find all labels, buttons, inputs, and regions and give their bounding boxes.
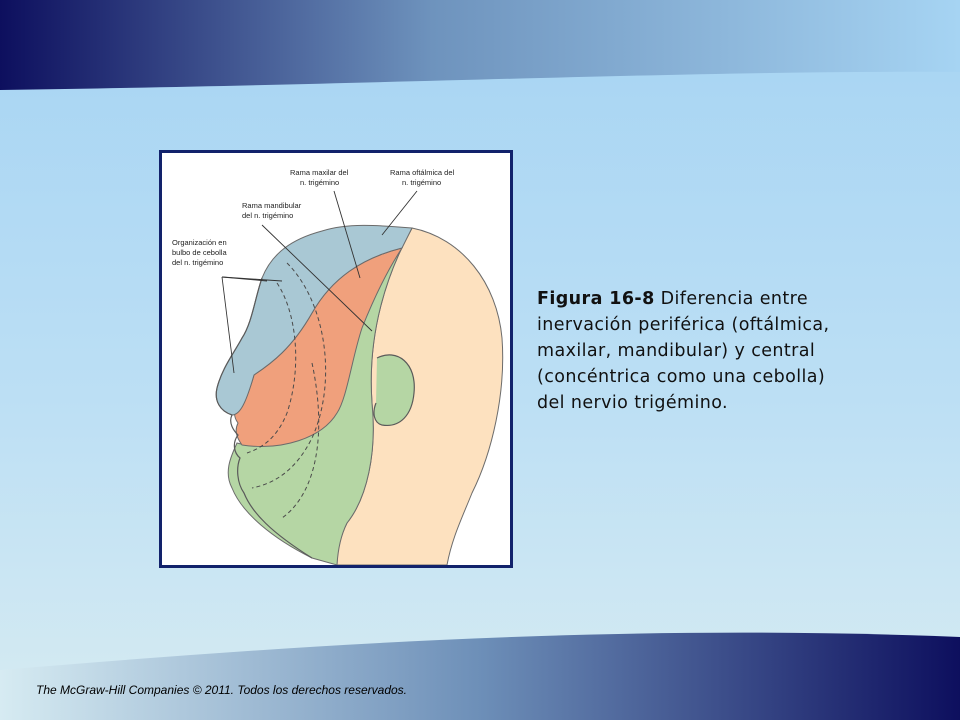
copyright-footer: The McGraw-Hill Companies © 2011. Todos … — [36, 683, 408, 697]
figure-caption: Figura 16-8 Diferencia entre inervación … — [537, 286, 837, 416]
onion-label-3: del n. trigémino — [172, 258, 223, 267]
figure-frame: Rama maxilar del n. trigémino Rama oftál… — [159, 150, 513, 568]
top-banner — [0, 0, 960, 90]
mandibular-leader — [261, 224, 373, 332]
maxillary-label-2: n. trigémino — [300, 178, 339, 187]
ophthalmic-leader — [381, 190, 418, 236]
ophthalmic-label-2: n. trigémino — [402, 178, 441, 187]
face-outline — [215, 277, 313, 559]
onion-label-2: bulbo de cebolla — [172, 248, 227, 257]
caption-text: Diferencia entre inervación periférica (… — [537, 289, 830, 413]
onion-ring-2 — [251, 262, 327, 489]
caption-label: Figura 16-8 — [537, 289, 655, 309]
onion-ring-1 — [246, 282, 297, 454]
onion-leader-3 — [221, 276, 283, 282]
mandibular-label-1: Rama mandibular — [242, 201, 302, 210]
onion-ring-3 — [281, 362, 320, 519]
trigeminal-diagram: Rama maxilar del n. trigémino Rama oftál… — [172, 168, 504, 565]
mandibular-label-2: del n. trigémino — [242, 211, 293, 220]
maxillary-label-1: Rama maxilar del — [290, 168, 349, 177]
bottom-banner — [0, 632, 960, 720]
ear-shape — [373, 354, 415, 426]
onion-label-1: Organización en — [172, 238, 227, 247]
maxillary-leader — [333, 190, 361, 279]
onion-leader-2 — [221, 276, 235, 374]
ophthalmic-label-1: Rama oftálmica del — [390, 168, 455, 177]
